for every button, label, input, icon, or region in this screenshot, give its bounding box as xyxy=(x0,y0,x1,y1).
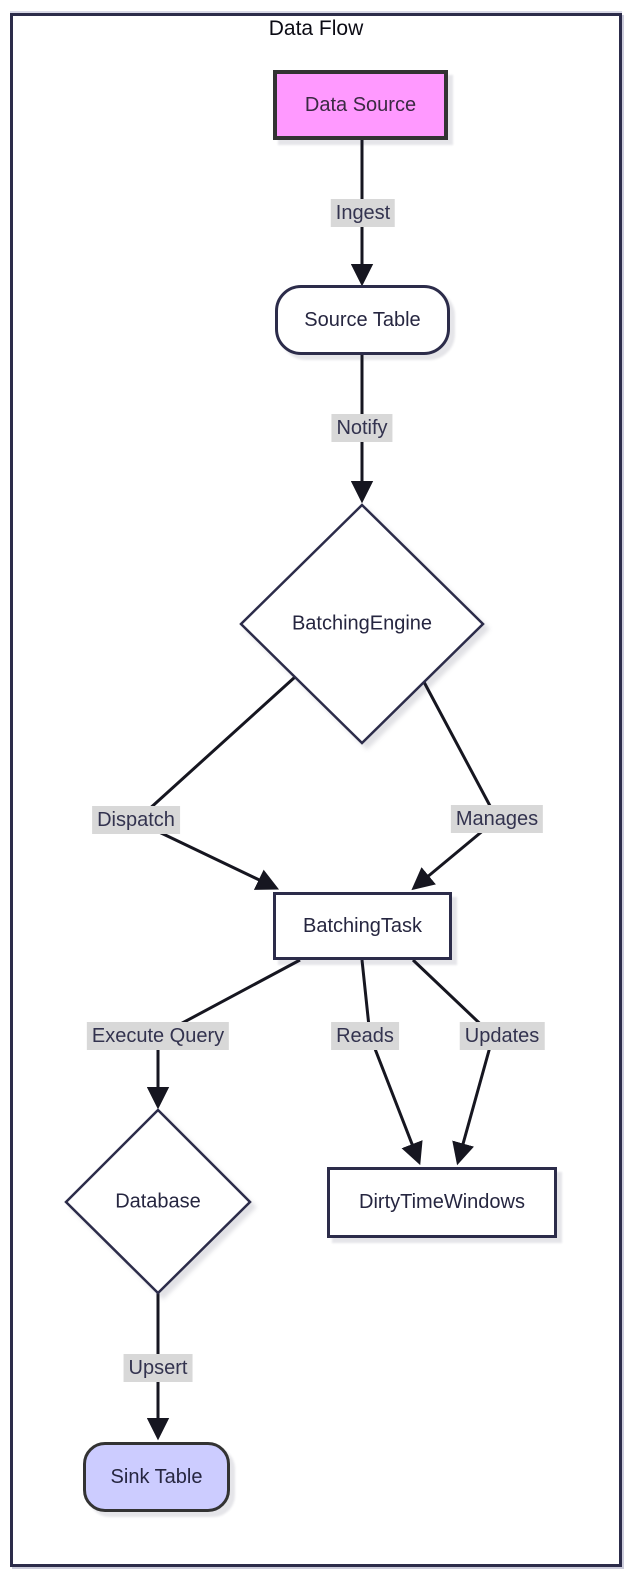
edge-label-ingest: Ingest xyxy=(330,199,396,227)
edge-label-reads: Reads xyxy=(331,1022,399,1050)
diagram-title: Data Flow xyxy=(268,17,364,40)
node-batching-task: BatchingTask xyxy=(273,892,452,960)
diagram-frame xyxy=(10,13,622,1567)
edge-label-upsert: Upsert xyxy=(123,1354,193,1382)
node-data-source: Data Source xyxy=(273,70,448,140)
node-dirty-time-windows: DirtyTimeWindows xyxy=(327,1167,557,1238)
node-sink-table: Sink Table xyxy=(83,1442,230,1512)
edge-label-dispatch: Dispatch xyxy=(92,806,180,834)
node-source-table-label: Source Table xyxy=(304,308,421,331)
edge-label-execute-query: Execute Query xyxy=(86,1022,230,1050)
node-sink-table-label: Sink Table xyxy=(110,1465,203,1488)
node-database-label: Database xyxy=(115,1190,201,1213)
node-batching-task-label: BatchingTask xyxy=(303,914,422,937)
edge-dispatch xyxy=(134,675,297,890)
node-source-table: Source Table xyxy=(275,285,450,355)
edge-reads xyxy=(360,959,423,1166)
node-dirty-time-windows-label: DirtyTimeWindows xyxy=(359,1191,525,1213)
edge-updates xyxy=(411,958,495,1166)
node-data-source-label: Data Source xyxy=(304,93,417,116)
edge-label-manages: Manages xyxy=(450,805,544,833)
edge-label-notify: Notify xyxy=(331,414,393,442)
edge-manages xyxy=(411,681,499,891)
node-batching-engine-label: BatchingEngine xyxy=(291,612,433,635)
node-batching-engine-shape xyxy=(239,503,485,745)
edge-label-updates: Updates xyxy=(459,1022,545,1050)
node-database-shape xyxy=(64,1108,252,1295)
